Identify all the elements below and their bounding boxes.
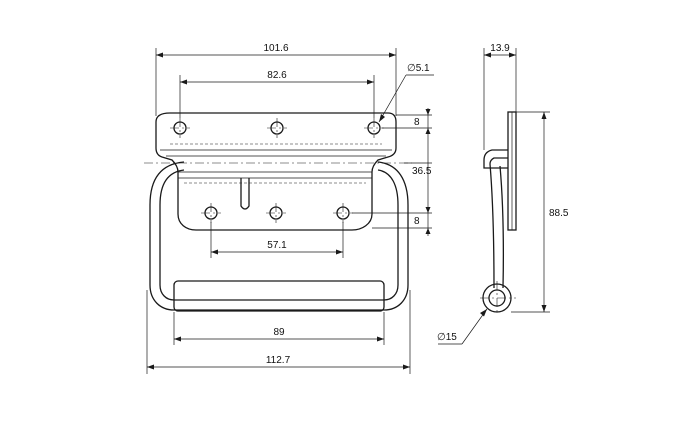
dim-101-6: 101.6 bbox=[263, 43, 288, 54]
dim-89: 89 bbox=[273, 327, 285, 338]
side-rod bbox=[489, 163, 505, 289]
dim-8-top: 8 bbox=[414, 117, 420, 128]
dim-13-9: 13.9 bbox=[490, 43, 510, 54]
dim-82-6: 82.6 bbox=[267, 70, 287, 81]
side-bracket bbox=[483, 149, 508, 169]
dimension-lines bbox=[146, 48, 434, 374]
grip-tube bbox=[173, 280, 385, 312]
mounting-holes-top bbox=[170, 118, 384, 138]
front-view bbox=[144, 112, 412, 312]
dim-112-7: 112.7 bbox=[266, 355, 291, 366]
dim-8-bottom: 8 bbox=[414, 216, 420, 227]
side-view bbox=[480, 111, 517, 315]
side-dimension-lines bbox=[438, 48, 550, 345]
dim-hole-diameter: ∅5.1 bbox=[407, 63, 430, 74]
slot bbox=[240, 178, 250, 210]
mounting-holes-bottom bbox=[201, 203, 353, 223]
dim-grip-diameter: ∅15 bbox=[437, 332, 457, 343]
mounting-plate bbox=[155, 112, 397, 231]
dim-36-5: 36.5 bbox=[412, 166, 432, 177]
dimension-labels: 101.6 82.6 ∅5.1 8 36.5 8 57.1 89 112.7 1… bbox=[263, 43, 568, 366]
bail-handle bbox=[149, 161, 409, 311]
dim-88-5: 88.5 bbox=[549, 208, 569, 219]
dim-57-1: 57.1 bbox=[267, 240, 287, 251]
